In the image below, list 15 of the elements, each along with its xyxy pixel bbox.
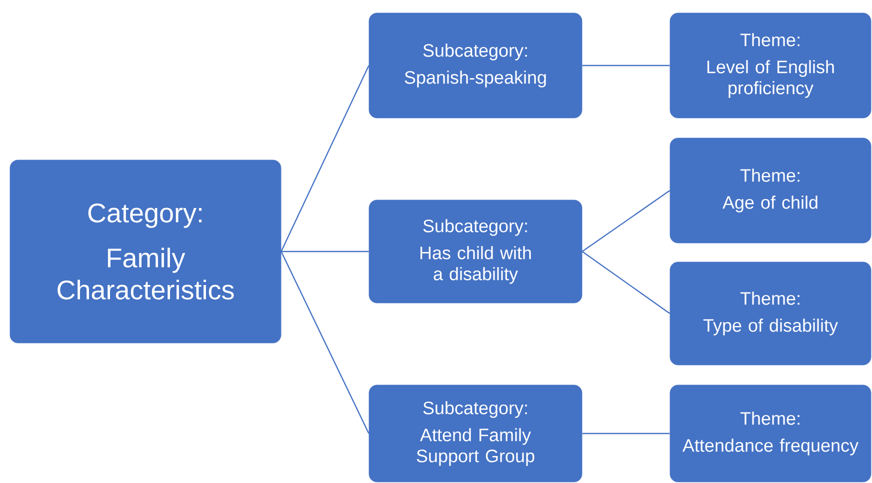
connector-line	[280, 65, 370, 252]
connector-line	[582, 432, 670, 434]
connector-line	[281, 250, 369, 252]
theme-box: Theme: Age of child	[670, 138, 872, 244]
connector-line	[582, 251, 670, 314]
connector-line	[582, 190, 670, 252]
theme-box: Theme: Type of disability	[670, 262, 872, 366]
subcategory-box: Subcategory: Has child with a disability	[368, 200, 582, 304]
connector-line	[280, 251, 370, 434]
theme-box: Theme: Level of English proficiency	[670, 12, 872, 118]
subcategory-box: Subcategory: Spanish-speaking	[368, 12, 582, 118]
category-box: Category: Family Characteristics	[10, 160, 282, 344]
subcategory-box: Subcategory: Attend Family Support Group	[368, 384, 582, 482]
theme-box: Theme: Attendance frequency	[670, 384, 872, 482]
connector-line	[582, 64, 670, 66]
